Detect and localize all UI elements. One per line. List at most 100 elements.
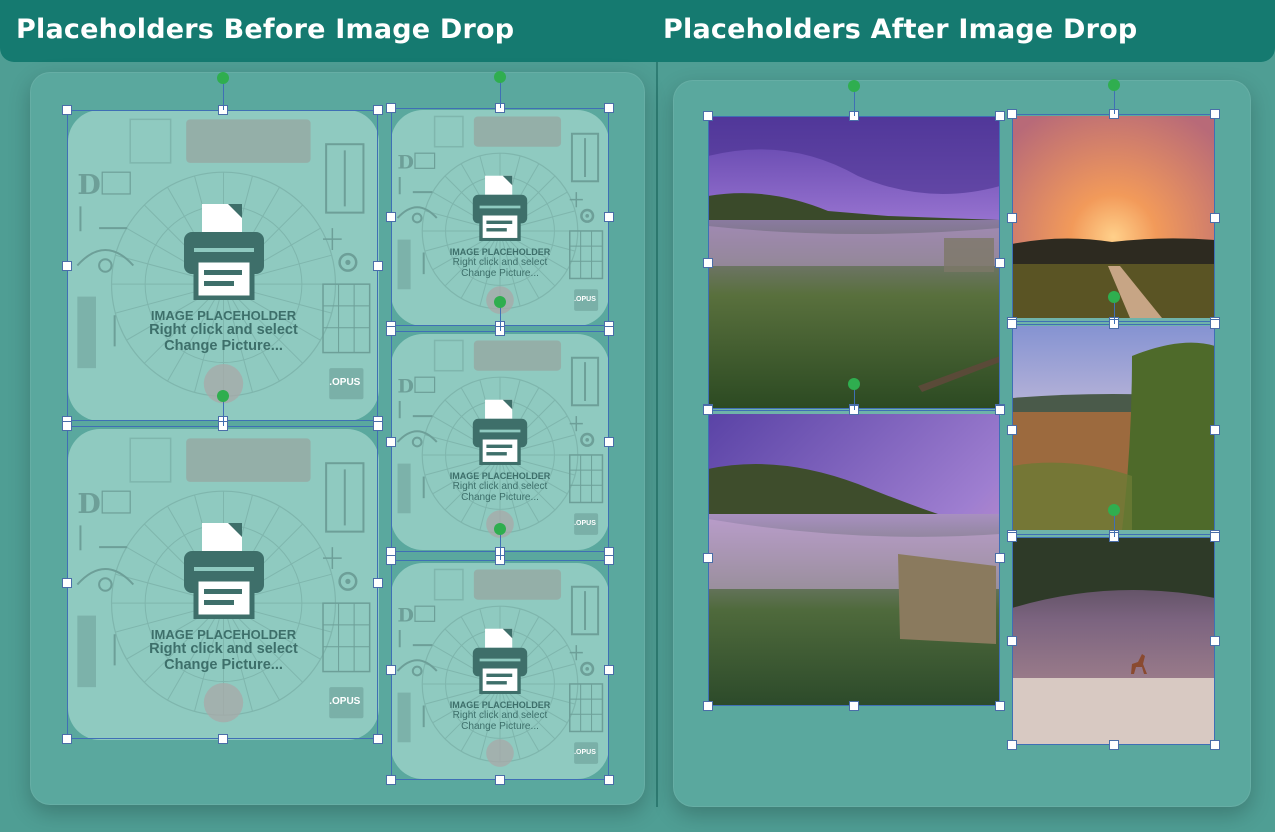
image-placeholder-3[interactable]: D IMAGE PLACEHOLDER Right click and sele…	[391, 110, 609, 326]
header-bar	[0, 0, 1275, 62]
rotation-handle[interactable]	[494, 71, 506, 83]
resize-handle[interactable]	[604, 436, 614, 447]
resize-handle[interactable]	[1108, 740, 1119, 750]
resize-handle[interactable]	[386, 212, 396, 222]
placeholder-instruction-2: Change Picture...	[164, 337, 283, 354]
resize-handle[interactable]	[1007, 319, 1017, 329]
photo-misty-meadow[interactable]	[708, 116, 1000, 408]
rotation-line	[854, 384, 855, 410]
resize-handle[interactable]	[1210, 213, 1220, 223]
photo-field-trees[interactable]	[1012, 326, 1215, 530]
image-placeholder-1[interactable]: D IMAGE PLACEHOLDER Right click and sele…	[68, 110, 379, 421]
rotation-handle[interactable]	[848, 378, 860, 390]
printer-icon	[472, 175, 528, 241]
rotation-handle[interactable]	[1107, 79, 1120, 91]
placeholder-instruction: Right click and select	[149, 322, 298, 339]
resize-handle[interactable]	[1007, 109, 1017, 119]
resize-handle[interactable]	[604, 775, 614, 785]
svg-text:D: D	[398, 604, 414, 626]
resize-handle[interactable]	[373, 577, 383, 588]
svg-text:D: D	[77, 170, 100, 201]
resize-handle[interactable]	[62, 577, 72, 588]
photo-fog-ruins[interactable]	[708, 414, 1000, 706]
resize-handle[interactable]	[1210, 424, 1220, 435]
resize-handle[interactable]	[995, 257, 1005, 268]
resize-handle[interactable]	[373, 421, 383, 431]
placeholder-instruction: Right click and select	[149, 641, 298, 658]
placeholder-instruction: Right click and select	[452, 480, 548, 492]
rotation-line	[500, 302, 501, 331]
rotation-handle[interactable]	[494, 523, 506, 535]
image-placeholder-4[interactable]: D IMAGE PLACEHOLDER Right click and sele…	[391, 334, 609, 550]
printer-icon	[472, 399, 528, 465]
image-placeholder-5[interactable]: D IMAGE PLACEHOLDER Right click and sele…	[391, 563, 609, 779]
svg-text:D: D	[77, 489, 100, 520]
resize-handle[interactable]	[1210, 740, 1220, 750]
resize-handle[interactable]	[703, 405, 713, 415]
resize-handle[interactable]	[604, 212, 614, 222]
resize-handle[interactable]	[995, 553, 1005, 563]
rotation-handle[interactable]	[216, 72, 229, 84]
photo-deer-meadow[interactable]	[1012, 538, 1215, 745]
resize-handle[interactable]	[373, 260, 383, 271]
resize-handle[interactable]	[703, 553, 713, 563]
resize-handle[interactable]	[1210, 319, 1220, 329]
opus-badge: .OPUS	[329, 696, 361, 708]
rotation-handle[interactable]	[494, 296, 506, 308]
resize-handle[interactable]	[373, 105, 383, 115]
image-placeholder-2[interactable]: D IMAGE PLACEHOLDER Right click and sele…	[68, 429, 379, 740]
resize-handle[interactable]	[62, 421, 72, 431]
resize-handle[interactable]	[1007, 213, 1017, 223]
resize-handle[interactable]	[1007, 740, 1017, 750]
rotation-handle[interactable]	[848, 80, 860, 92]
resize-handle[interactable]	[1007, 636, 1017, 646]
resize-handle[interactable]	[604, 103, 614, 113]
printer-icon	[183, 204, 264, 301]
resize-handle[interactable]	[386, 436, 396, 447]
resize-handle[interactable]	[495, 775, 505, 785]
resize-handle[interactable]	[849, 701, 859, 711]
resize-handle[interactable]	[62, 260, 72, 271]
resize-handle[interactable]	[386, 775, 396, 785]
resize-handle[interactable]	[703, 257, 713, 268]
resize-handle[interactable]	[62, 105, 72, 115]
opus-badge: .OPUS	[329, 377, 361, 389]
resize-handle[interactable]	[1210, 532, 1220, 542]
resize-handle[interactable]	[386, 103, 396, 113]
resize-handle[interactable]	[995, 405, 1005, 415]
photo-sunset-path[interactable]	[1012, 116, 1215, 318]
resize-handle[interactable]	[1007, 424, 1017, 435]
resize-handle[interactable]	[1007, 532, 1017, 542]
rotation-line	[222, 78, 224, 110]
resize-handle[interactable]	[604, 665, 614, 675]
placeholder-title: IMAGE PLACEHOLDER	[150, 627, 297, 643]
placeholder-instruction-2: Change Picture...	[164, 656, 283, 673]
resize-handle[interactable]	[62, 734, 72, 744]
resize-handle[interactable]	[995, 111, 1005, 121]
rotation-handle[interactable]	[216, 390, 229, 402]
placeholder-caption: IMAGE PLACEHOLDER Right click and select…	[391, 248, 609, 279]
resize-handle[interactable]	[386, 555, 396, 565]
panel-divider	[656, 62, 658, 807]
right-panel-title: Placeholders After Image Drop	[663, 14, 1138, 45]
svg-text:D: D	[398, 151, 414, 173]
rotation-line	[854, 86, 855, 116]
resize-handle[interactable]	[1210, 109, 1220, 119]
placeholder-instruction: Right click and select	[452, 709, 548, 721]
resize-handle[interactable]	[386, 665, 396, 675]
rotation-line	[1113, 510, 1115, 537]
resize-handle[interactable]	[373, 734, 383, 744]
resize-handle[interactable]	[1210, 636, 1220, 646]
resize-handle[interactable]	[217, 734, 228, 744]
placeholder-title: IMAGE PLACEHOLDER	[449, 700, 551, 711]
resize-handle[interactable]	[604, 555, 614, 565]
resize-handle[interactable]	[386, 326, 396, 336]
resize-handle[interactable]	[703, 111, 713, 121]
rotation-line	[1113, 85, 1115, 114]
rotation-handle[interactable]	[1107, 291, 1120, 303]
resize-handle[interactable]	[703, 701, 713, 711]
svg-text:D: D	[398, 375, 414, 397]
rotation-handle[interactable]	[1107, 504, 1120, 516]
resize-handle[interactable]	[995, 701, 1005, 711]
resize-handle[interactable]	[604, 326, 614, 336]
